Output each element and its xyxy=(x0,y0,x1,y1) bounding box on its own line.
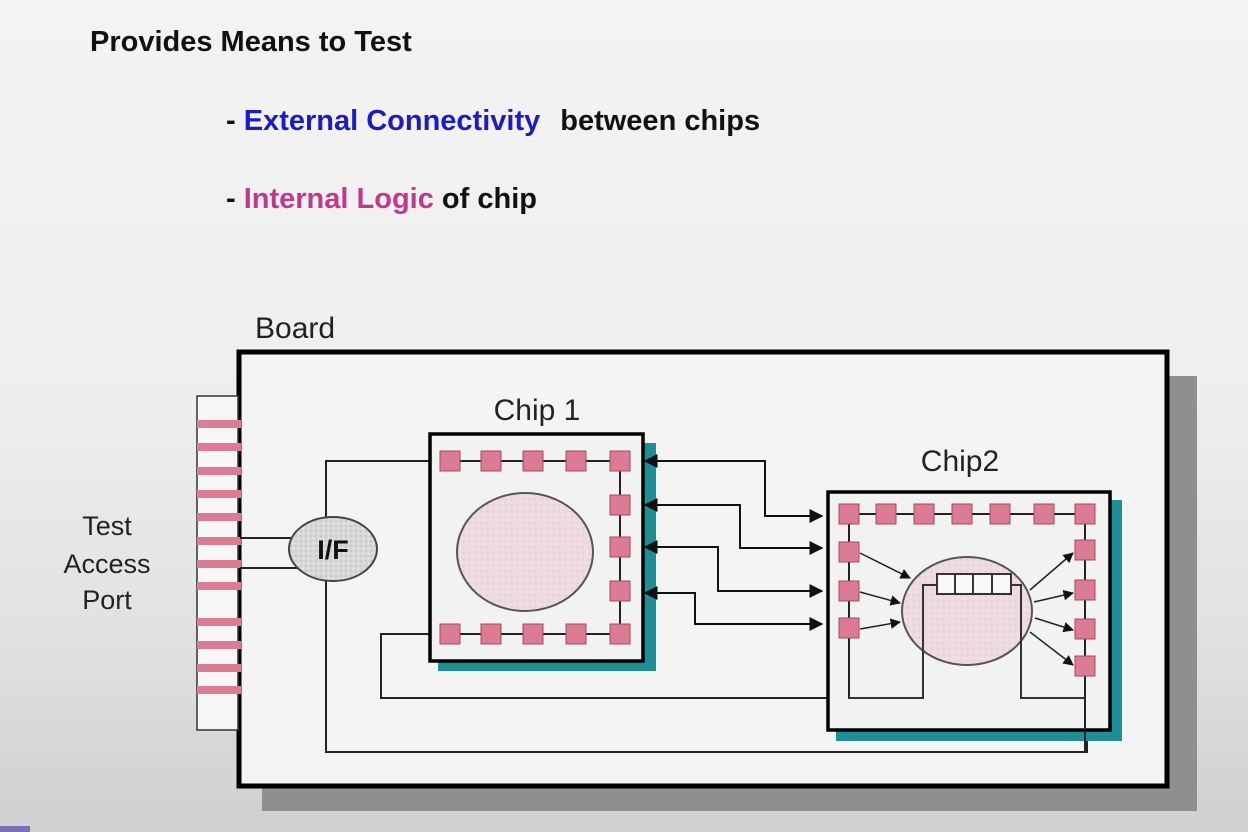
boundary-scan-cell xyxy=(609,580,631,602)
boundary-scan-cell xyxy=(875,503,897,525)
bullet-highlight: Internal Logic xyxy=(243,183,434,215)
boundary-scan-cell xyxy=(609,494,631,516)
chip1-label: Chip 1 xyxy=(494,394,581,427)
tap-pin xyxy=(197,467,241,475)
chip1-boundary-cells xyxy=(439,450,631,645)
bullet-external-connectivity: - External Connectivity between chips xyxy=(226,105,760,138)
tap-pin xyxy=(197,490,241,498)
tap-pin xyxy=(197,641,241,649)
tap-pins xyxy=(197,420,241,694)
tap-pin xyxy=(197,582,241,590)
boundary-scan-cell xyxy=(989,503,1011,525)
boundary-scan-cell xyxy=(1074,655,1096,677)
boundary-scan-cell xyxy=(609,536,631,558)
boundary-scan-cell xyxy=(439,623,461,645)
boundary-scan-cell xyxy=(838,580,860,602)
boundary-scan-cell xyxy=(609,623,631,645)
chip2-core-arrows xyxy=(859,552,1075,666)
boundary-scan-cell xyxy=(1074,618,1096,640)
tap-pin xyxy=(197,420,241,428)
slide-heading: Provides Means to Test xyxy=(90,26,412,58)
tap-pin xyxy=(197,664,241,672)
tap-label-line-3: Port xyxy=(82,585,132,615)
board-label: Board xyxy=(255,312,335,345)
boundary-scan-cell xyxy=(838,541,860,563)
tap-pin xyxy=(197,560,241,568)
boundary-scan-cell xyxy=(522,623,544,645)
boundary-scan-cell xyxy=(838,503,860,525)
bullet-highlight: External Connectivity xyxy=(243,105,541,137)
boundary-scan-cell xyxy=(565,450,587,472)
boundary-scan-cell xyxy=(609,450,631,472)
boundary-scan-cell xyxy=(1074,503,1096,525)
chip2-boundary-cells xyxy=(838,503,1096,677)
interconnect-wires xyxy=(643,454,824,631)
tap-label-line-1: Test xyxy=(82,511,132,541)
boundary-scan-cell xyxy=(951,503,973,525)
interface-block xyxy=(288,516,378,582)
chip2-label: Chip2 xyxy=(921,445,999,478)
boundary-scan-cell xyxy=(1074,579,1096,601)
boundary-scan-cell xyxy=(838,617,860,639)
tap-pin xyxy=(197,537,241,545)
tap-pin xyxy=(197,618,241,626)
bullet-dash: - xyxy=(226,105,244,137)
tap-pin xyxy=(197,513,241,521)
internal-scan-register xyxy=(936,573,1012,595)
test-access-port xyxy=(196,395,241,731)
bullet-rest: of chip xyxy=(433,183,537,215)
tap-pin xyxy=(197,686,241,694)
chip2-internal-scan-wires xyxy=(848,584,1085,699)
chip1-core-logic xyxy=(456,492,594,612)
boundary-scan-cell xyxy=(480,450,502,472)
boundary-scan-cell xyxy=(1033,503,1055,525)
bullet-rest: between chips xyxy=(560,105,761,137)
boundary-scan-cell xyxy=(1074,539,1096,561)
tap-pin xyxy=(197,443,241,451)
boundary-scan-cell xyxy=(913,503,935,525)
boundary-scan-cell xyxy=(522,450,544,472)
bullet-dash: - xyxy=(226,183,244,215)
bullet-internal-logic: - Internal Logic of chip xyxy=(226,183,537,216)
tap-label-line-2: Access xyxy=(63,549,150,579)
boundary-scan-cell xyxy=(439,450,461,472)
interface-label: I/F xyxy=(317,535,349,565)
boundary-scan-cell xyxy=(480,623,502,645)
slide-corner-tab xyxy=(0,826,30,832)
boundary-scan-cell xyxy=(565,623,587,645)
